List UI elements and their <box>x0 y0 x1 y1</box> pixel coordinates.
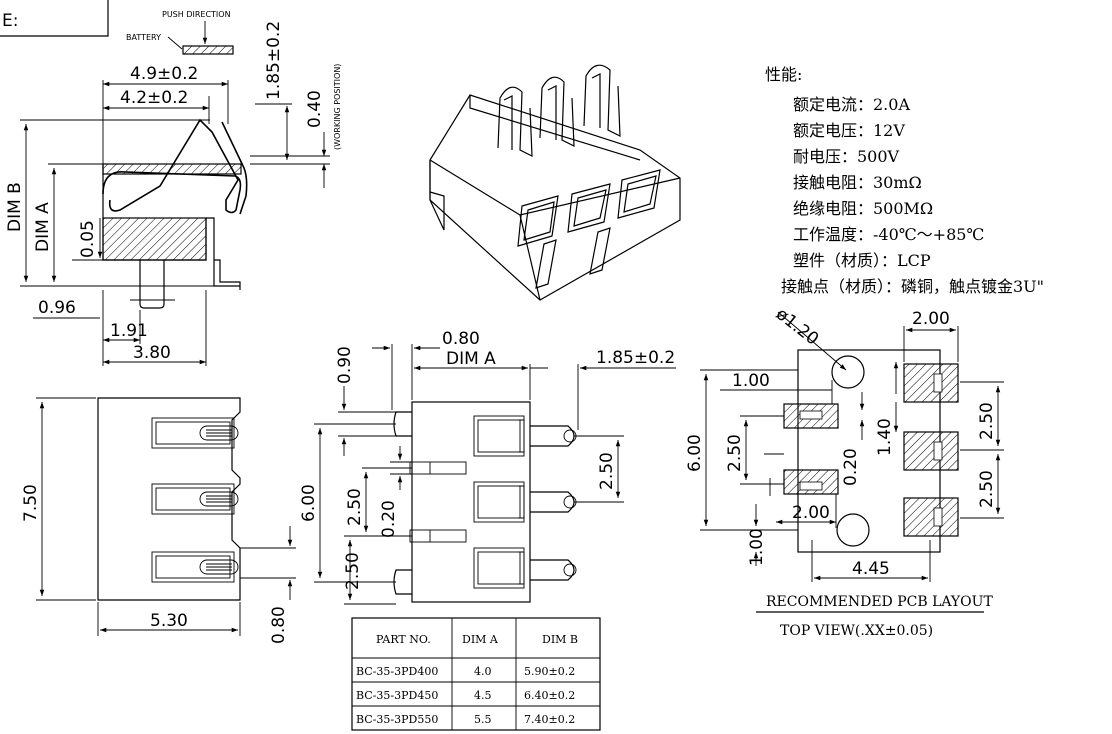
pcb-layout: ø1.20 2.00 1.00 6.00 2.50 1.40 2.50 2.50 <box>685 304 1004 639</box>
dim-1-85-side: 1.85±0.2 <box>264 21 284 100</box>
spec-line-5: 绝缘电阻：500MΩ <box>793 199 933 218</box>
dim-a-top: DIM A <box>446 349 496 369</box>
spec-title: 性能: <box>765 65 802 84</box>
dim-3-80: 3.80 <box>133 343 171 363</box>
table-cell: 5.90±0.2 <box>524 665 575 678</box>
push-direction-label: PUSH DIRECTION <box>162 10 231 19</box>
part-table: PART NO. DIM A DIM B BC-35-3PD400 4.0 5.… <box>351 617 601 731</box>
dim-0-80-front: 0.80 <box>269 606 289 644</box>
dim-4-2: 4.2±0.2 <box>120 88 188 108</box>
spec-line-3: 耐电压：500V <box>793 147 900 166</box>
side-view: PUSH DIRECTION BATTERY 4.9±0.2 4.2±0.2 1… <box>5 10 342 366</box>
table-cell: 4.0 <box>474 665 492 678</box>
spec-line-2: 额定电压：12V <box>793 121 905 140</box>
dim-0-05-side: 0.05 <box>78 220 98 258</box>
spec-line-6: 工作温度：-40℃～+85℃ <box>793 225 984 244</box>
spec-block: 性能: 额定电流：2.0A 额定电压：12V 耐电压：500V 接触电阻：30m… <box>765 65 1044 296</box>
isometric-view <box>429 64 681 301</box>
table-cell: BC-35-3PD550 <box>356 713 438 726</box>
dim-0-90: 0.90 <box>335 346 355 384</box>
dim-2-50-c: 2.50 <box>343 552 363 590</box>
dim-phi-1-20: ø1.20 <box>772 304 822 349</box>
dim-0-40-side: 0.40 <box>305 90 325 128</box>
table-cell: BC-35-3PD400 <box>356 665 438 678</box>
dim-4-9: 4.9±0.2 <box>130 64 198 84</box>
table-cell: 7.40±0.2 <box>524 713 575 726</box>
dim-0-20-pcb: 0.20 <box>841 448 861 486</box>
dim-1-00-bottom: 1.00 <box>747 528 767 566</box>
working-position-label: (WORKING POSITION) <box>333 64 342 150</box>
corner-title-box: E: <box>0 0 109 37</box>
dim-1-40: 1.40 <box>875 418 895 456</box>
dim-2-50-a: 2.50 <box>345 488 365 526</box>
spec-line-7: 塑件（材质）：LCP <box>793 251 931 270</box>
table-cell: 6.40±0.2 <box>524 689 575 702</box>
dim-b-side: DIM B <box>5 182 25 232</box>
dim-2-50-b: 2.50 <box>597 452 617 490</box>
spec-line-4: 接触电阻：30mΩ <box>793 173 922 192</box>
dim-1-00-left: 1.00 <box>732 371 770 391</box>
table-header-part: PART NO. <box>376 633 431 646</box>
dim-2-00-top: 2.00 <box>912 309 950 329</box>
dim-6-00-top: 6.00 <box>299 484 319 522</box>
dim-0-20-top: 0.20 <box>379 500 399 538</box>
spec-line-1: 额定电流：2.0A <box>793 95 910 114</box>
table-header-dim-a: DIM A <box>462 633 499 646</box>
table-cell: 4.5 <box>474 689 492 702</box>
top-view: 0.80 DIM A 1.85±0.2 0.90 6.00 2.50 0.20 <box>299 329 676 605</box>
dim-4-45: 4.45 <box>852 559 890 579</box>
dim-a-side: DIM A <box>33 202 53 252</box>
pcb-subcaption: TOP VIEW(.XX±0.05) <box>780 623 933 639</box>
dim-2-50-pcb-r1: 2.50 <box>977 402 997 440</box>
table-cell: BC-35-3PD450 <box>356 689 438 702</box>
battery-label: BATTERY <box>126 33 161 42</box>
dim-1-85-top: 1.85±0.2 <box>596 348 675 368</box>
dim-2-50-pcb-left: 2.50 <box>725 434 745 472</box>
side-body-lower <box>102 217 207 261</box>
battery-block <box>182 45 234 55</box>
dim-1-91: 1.91 <box>110 321 148 341</box>
spec-line-8: 接触点（材质）：磷铜，触点镀金3U" <box>781 277 1044 296</box>
dim-0-96: 0.96 <box>38 298 76 318</box>
dim-2-50-pcb-r2: 2.50 <box>977 470 997 508</box>
front-view: 7.50 5.30 0.80 <box>21 397 296 644</box>
table-header-dim-b: DIM B <box>542 633 578 646</box>
table-cell: 5.5 <box>474 713 492 726</box>
dim-5-30: 5.30 <box>150 611 188 631</box>
dim-7-50: 7.50 <box>21 484 41 522</box>
pcb-caption: RECOMMENDED PCB LAYOUT <box>766 594 993 610</box>
dim-0-80-top: 0.80 <box>442 329 480 349</box>
dim-2-00-mid: 2.00 <box>792 503 830 523</box>
corner-label: E: <box>2 11 18 31</box>
dim-6-00-pcb: 6.00 <box>685 434 705 472</box>
